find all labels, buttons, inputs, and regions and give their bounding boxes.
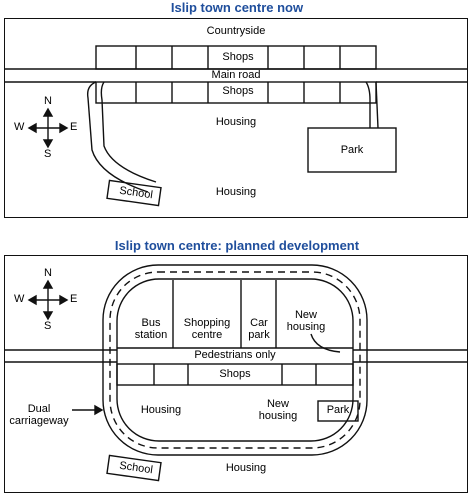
- map2-housing-left-label: Housing: [140, 404, 182, 416]
- new-housing-mid-line1: New: [266, 398, 289, 410]
- map2-dual-carriageway-label: Dual carriageway: [6, 403, 72, 427]
- map1-compass-icon: [27, 107, 69, 149]
- map1-school-box: [106, 179, 162, 207]
- new-housing-top-line2: housing: [286, 320, 326, 333]
- map2-new-housing-mid-label: New housing: [250, 398, 306, 422]
- map1-park-label: Park: [340, 144, 364, 156]
- map2-new-housing-top-label: New housing: [280, 309, 332, 333]
- map1-park-box: [307, 127, 397, 173]
- dual-line2: carriageway: [9, 414, 69, 427]
- map2-compass-e: E: [70, 293, 78, 305]
- car-park-line2: park: [248, 328, 270, 341]
- dual-line1: Dual: [27, 403, 51, 415]
- map2-park-box: [317, 400, 359, 422]
- map1-housing-middle-label: Housing: [215, 116, 257, 128]
- map2-shops-label: Shops: [219, 368, 251, 380]
- map2-new-housing-hook: [310, 333, 341, 353]
- map1-compass-w: W: [14, 121, 25, 133]
- map2-ring-road-dashed: [109, 271, 361, 449]
- map2-car-park-label: Car park: [242, 317, 276, 341]
- shopping-centre-line1: Shopping: [183, 317, 231, 329]
- map1-housing-bottom-label: Housing: [215, 186, 257, 198]
- map1-school-road-outer: [86, 81, 149, 193]
- map1-title: Islip town centre now: [170, 0, 304, 15]
- map2-shopping-centre-label: Shopping centre: [174, 317, 240, 341]
- car-park-line1: Car: [250, 317, 268, 329]
- map2-bus-station-label: Bus station: [128, 317, 174, 341]
- map2-park-label: Park: [326, 404, 350, 416]
- map1-park-road-right: [375, 81, 379, 129]
- map2-ring-road-inner: [116, 278, 354, 442]
- map1-park-road-left: [365, 81, 371, 128]
- map1-countryside-label: Countryside: [206, 25, 266, 37]
- map1-compass-e: E: [70, 121, 78, 133]
- map1-shops-top-label: Shops: [222, 51, 254, 63]
- map2-title: Islip town centre: planned development: [114, 238, 360, 253]
- map2-compass-w: W: [14, 293, 25, 305]
- new-housing-mid-line2: housing: [258, 409, 298, 422]
- map1-frame: [4, 18, 468, 218]
- map1-lines: [4, 45, 468, 207]
- map2-frame: [4, 255, 468, 493]
- map1-compass-s: S: [44, 148, 52, 160]
- map1-school-road-inner: [100, 81, 157, 183]
- map2-ring-road-outer: [102, 264, 368, 456]
- map1-main-road-label: Main road: [211, 69, 261, 81]
- map1-compass-n: N: [44, 95, 52, 107]
- map2-school-box: [106, 454, 162, 482]
- new-housing-top-line1: New: [294, 309, 317, 321]
- map2-pedestrians-label: Pedestrians only: [194, 349, 276, 361]
- shopping-centre-line2: centre: [191, 328, 223, 341]
- map2-shops-row: [116, 363, 354, 386]
- map2-compass-s: S: [44, 320, 52, 332]
- map2-lines: [4, 264, 468, 482]
- map2-compass-icon: [27, 279, 69, 321]
- map2-compass-n: N: [44, 267, 52, 279]
- map2-housing-bottom-label: Housing: [225, 462, 267, 474]
- bus-station-line1: Bus: [141, 317, 161, 329]
- bus-station-line2: station: [134, 328, 168, 341]
- map1-shops-bottom-label: Shops: [222, 85, 254, 97]
